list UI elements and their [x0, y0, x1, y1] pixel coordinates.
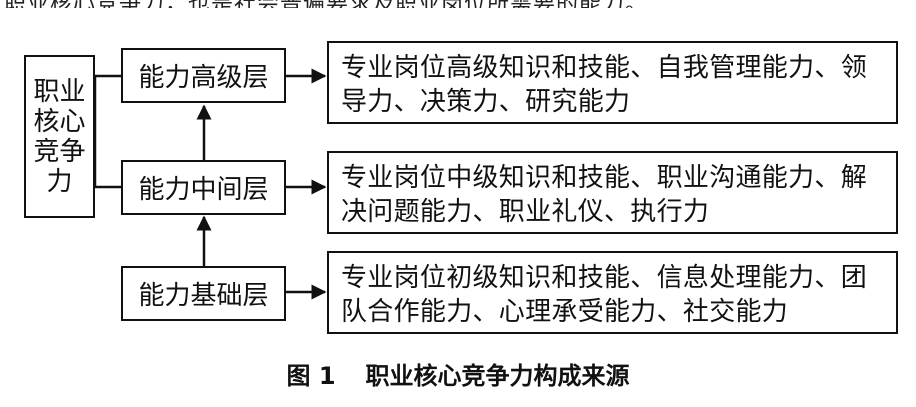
advanced-description-box: 专业岗位高级知识和技能、自我管理能力、领导力、决策力、研究能力 — [327, 41, 898, 124]
level-intermediate-box: 能力中间层 — [121, 160, 286, 215]
basic-description-text: 专业岗位初级知识和技能、信息处理能力、团队合作能力、心理承受能力、社交能力 — [341, 263, 868, 327]
intermediate-description-box: 专业岗位中级知识和技能、职业沟通能力、解决问题能力、职业礼仪、执行力 — [327, 151, 898, 234]
intermediate-description-text: 专业岗位中级知识和技能、职业沟通能力、解决问题能力、职业礼仪、执行力 — [341, 163, 868, 227]
core-competitiveness-box: 职业核心竞争力 — [24, 55, 95, 218]
level-intermediate-label: 能力中间层 — [138, 175, 269, 205]
level-basic-box: 能力基础层 — [121, 266, 286, 321]
advanced-description-text: 专业岗位高级知识和技能、自我管理能力、领导力、决策力、研究能力 — [341, 53, 868, 117]
core-competitiveness-label: 职业核心竞争力 — [33, 76, 86, 197]
cut-off-body-text-line: 职业核心竞争力，也是社会普遍要求及职业岗位所需要的能力。 — [4, 0, 648, 8]
cut-off-body-text: 职业核心竞争力，也是社会普遍要求及职业岗位所需要的能力。 — [0, 0, 916, 8]
level-advanced-box: 能力高级层 — [121, 48, 286, 103]
figure-title: 职业核心竞争力构成来源 — [365, 362, 630, 390]
figure-caption: 图 1 职业核心竞争力构成来源 — [0, 356, 916, 391]
level-advanced-label: 能力高级层 — [138, 63, 269, 93]
basic-description-box: 专业岗位初级知识和技能、信息处理能力、团队合作能力、心理承受能力、社交能力 — [327, 251, 898, 334]
figure-number: 图 1 — [286, 362, 336, 390]
level-basic-label: 能力基础层 — [138, 281, 269, 311]
